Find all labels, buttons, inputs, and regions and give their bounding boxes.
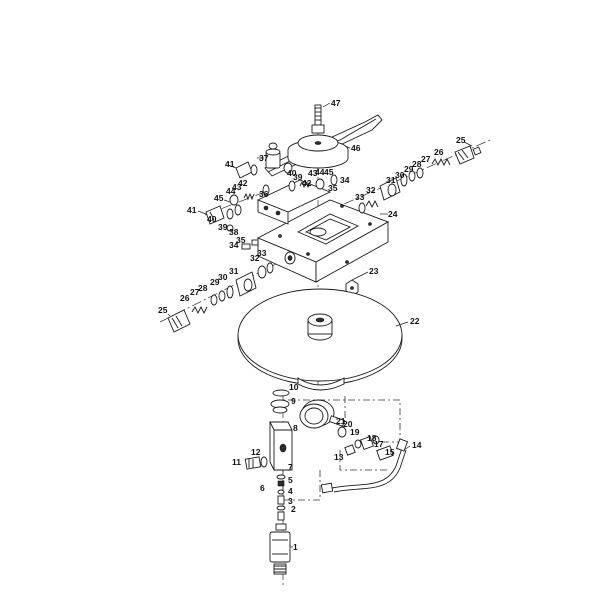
- part-hose-14: [320, 438, 409, 494]
- label-15: 15: [385, 447, 395, 457]
- label-18: 18: [367, 433, 377, 443]
- label-31-left: 31: [229, 266, 239, 276]
- part-upper-block: [256, 179, 332, 225]
- label-32-left: 32: [250, 253, 260, 263]
- label-34-right: 34: [340, 175, 350, 185]
- leader-41-lower: [197, 210, 207, 215]
- label-41-lower: 41: [187, 205, 197, 215]
- label-14: 14: [412, 440, 422, 450]
- label-33-right: 33: [355, 192, 365, 202]
- leader-22: [395, 321, 409, 327]
- label-34-left: 34: [229, 240, 239, 250]
- label-25-right: 25: [456, 135, 466, 145]
- label-12: 12: [251, 447, 261, 457]
- part-filter-1: [269, 523, 291, 575]
- leader-47: [322, 102, 331, 108]
- label-24: 24: [388, 209, 398, 219]
- label-26-left: 26: [180, 293, 190, 303]
- label-7: 7: [288, 462, 293, 472]
- leader-14: [403, 445, 411, 451]
- label-19: 19: [350, 427, 360, 437]
- label-38: 38: [229, 227, 239, 237]
- label-28-right: 28: [412, 159, 422, 169]
- label-33-left: 33: [257, 248, 267, 258]
- label-25-left: 25: [158, 305, 168, 315]
- right-arm-assembly: [358, 145, 482, 214]
- upper-left-fittings: [205, 161, 338, 232]
- part-fittings-13-19: [337, 426, 394, 461]
- label-20: 20: [343, 419, 353, 429]
- label-group: 47 46 37 41 36 38 39 40 42 43 44 45 41 4…: [158, 98, 473, 552]
- label-43-right: 43: [308, 168, 318, 178]
- label-9: 9: [291, 396, 296, 406]
- label-29-right: 29: [404, 164, 414, 174]
- label-23: 23: [369, 266, 379, 276]
- label-44-top: 44: [226, 186, 236, 196]
- label-29-left: 29: [210, 277, 220, 287]
- label-42-top: 42: [238, 178, 248, 188]
- label-8: 8: [293, 423, 298, 433]
- label-30-left: 30: [218, 272, 228, 282]
- label-2: 2: [291, 504, 296, 514]
- part-hub: [287, 134, 349, 169]
- label-39-lower: 39: [218, 222, 228, 232]
- label-21: 21: [336, 416, 346, 426]
- label-43-top: 43: [232, 182, 242, 192]
- leader-25-right: [463, 141, 473, 147]
- label-35-right: 35: [328, 183, 338, 193]
- label-31-right: 31: [386, 175, 396, 185]
- part-disc-22: [237, 288, 403, 391]
- label-11: 11: [232, 457, 241, 467]
- label-37: 37: [259, 153, 269, 163]
- part-gauge-21: [299, 399, 346, 429]
- label-6: 6: [260, 483, 265, 493]
- label-45-right: 45: [324, 167, 334, 177]
- leader-45: [223, 199, 231, 203]
- label-4: 4: [288, 486, 293, 496]
- part-fitting-11-12: [244, 456, 268, 470]
- label-3: 3: [288, 496, 293, 506]
- label-42-right: 42: [302, 178, 312, 188]
- label-44-right: 44: [315, 167, 325, 177]
- arm-axis-upper-left: [204, 189, 271, 216]
- label-47: 47: [331, 98, 341, 108]
- label-27-left: 27: [190, 287, 200, 297]
- label-17: 17: [374, 439, 384, 449]
- label-13: 13: [334, 452, 344, 462]
- label-1: 1: [293, 542, 298, 552]
- part-washer-10: [272, 389, 290, 397]
- leader-41-upper: [227, 164, 237, 169]
- part-bolt-47: [311, 104, 325, 134]
- label-26-right: 26: [434, 147, 444, 157]
- label-45: 45: [214, 193, 224, 203]
- label-46: 46: [351, 143, 361, 153]
- part-cap-37: [265, 142, 281, 169]
- label-10: 10: [289, 382, 299, 392]
- label-22: 22: [410, 316, 420, 326]
- label-30-right: 30: [395, 170, 405, 180]
- part-main-block-24: [256, 199, 390, 283]
- label-40-lower: 40: [207, 214, 217, 224]
- part-stack-2-7: [276, 474, 286, 521]
- label-36: 36: [259, 189, 269, 199]
- label-35-left: 35: [236, 235, 246, 245]
- label-5: 5: [288, 475, 293, 485]
- label-27-right: 27: [421, 154, 431, 164]
- left-arm-assembly: [167, 239, 274, 333]
- part-valve-body-8: [269, 421, 293, 471]
- label-39-top: 39: [293, 172, 303, 182]
- leader-46: [344, 145, 351, 149]
- part-ring-9: [270, 399, 290, 414]
- label-41-upper: 41: [225, 159, 235, 169]
- label-32-right: 32: [366, 185, 376, 195]
- leader-25-left: [167, 313, 171, 317]
- label-40-top: 40: [287, 168, 297, 178]
- label-28-left: 28: [198, 283, 208, 293]
- leader-23: [351, 271, 369, 281]
